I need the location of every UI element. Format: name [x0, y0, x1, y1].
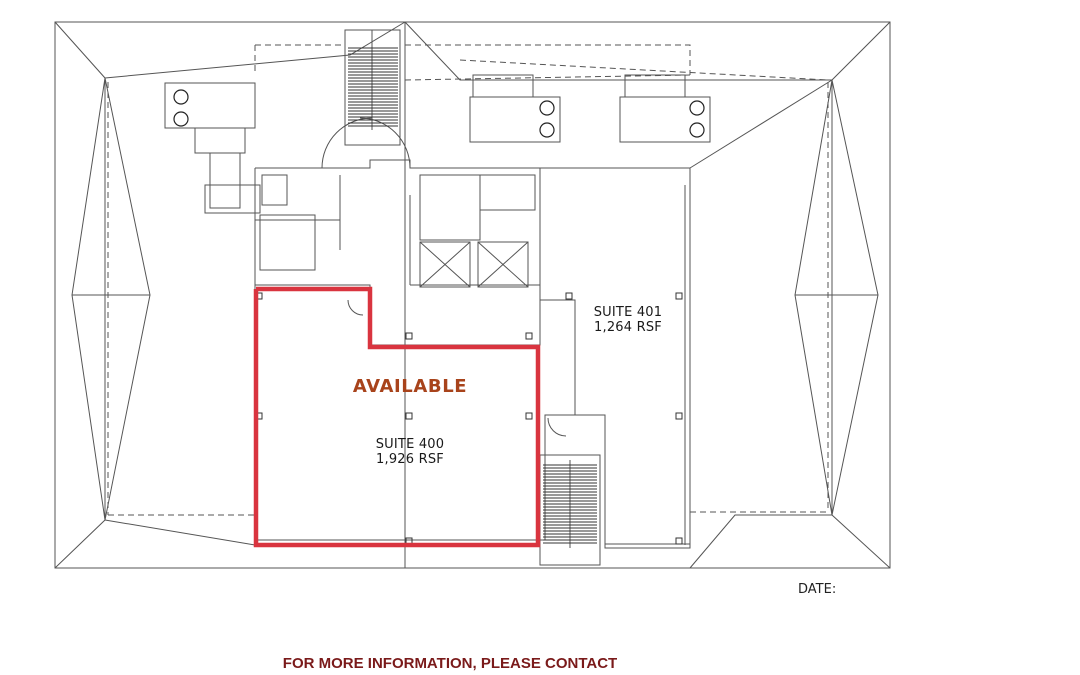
suite-401-name: SUITE 401 [593, 305, 663, 320]
suite-401-window-wall [605, 185, 691, 545]
available-label: AVAILABLE [352, 376, 468, 397]
building-core [254, 159, 691, 549]
suite-400-label: SUITE 400 1,926 RSF [355, 437, 465, 468]
upper-stair-icon [344, 29, 401, 146]
date-label: DATE: [798, 582, 837, 597]
suite-400-outline [253, 286, 541, 548]
right-roof [404, 21, 891, 569]
suite-400-area: 1,926 RSF [376, 451, 444, 467]
column-markers [255, 292, 683, 545]
suite-401-label: SUITE 401 1,264 RSF [573, 305, 683, 336]
suite-400-name: SUITE 400 [375, 437, 445, 452]
stair-treads [348, 47, 398, 127]
rooftop-unit-right [619, 74, 711, 143]
rooftop-unit-mid [469, 74, 561, 143]
suite-401-area: 1,264 RSF [594, 319, 662, 335]
rooftop-fan-icon [173, 89, 705, 138]
parapet-lines [107, 44, 829, 516]
stair-treads-lower [543, 464, 597, 544]
door-swing-icon [321, 117, 567, 437]
rooftop-unit-left [164, 82, 261, 214]
contact-text: FOR MORE INFORMATION, PLEASE CONTACT [282, 655, 618, 672]
